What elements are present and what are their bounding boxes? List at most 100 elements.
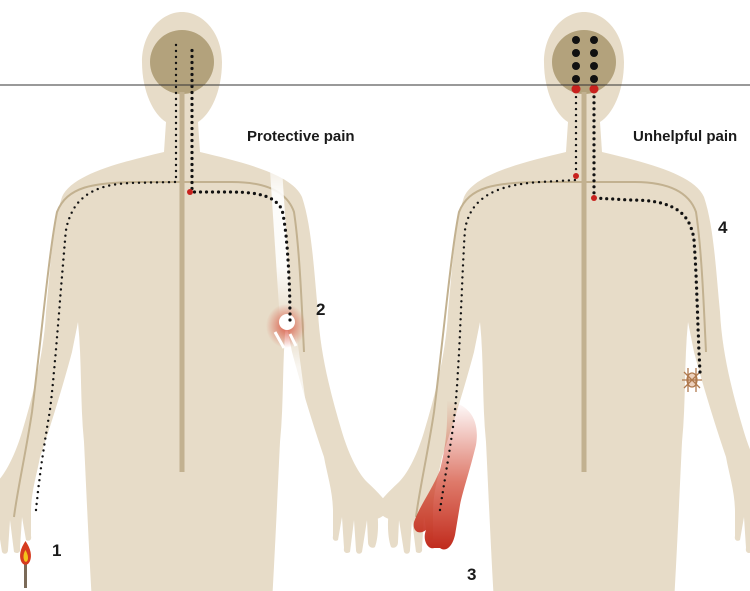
signal-dot (138, 182, 140, 184)
signal-dot (687, 221, 690, 224)
signal-dot (287, 276, 290, 279)
signal-dot (175, 74, 177, 76)
signal-dot (676, 208, 679, 211)
signal-dot (38, 479, 40, 481)
signal-dot (279, 205, 282, 208)
signal-dot (635, 199, 638, 202)
signal-dot (486, 194, 488, 196)
signal-dot (446, 461, 448, 463)
signal-dot (175, 170, 177, 172)
signal-dot (286, 253, 289, 256)
signal-dot (695, 281, 698, 284)
signal-dot (59, 294, 61, 296)
signal-dot (696, 322, 699, 325)
signal-dot (698, 364, 701, 367)
signal-dot (51, 390, 53, 392)
signal-dot (285, 241, 288, 244)
signal-dot (629, 198, 632, 201)
signal-dot (696, 305, 699, 308)
brain-region (552, 30, 616, 94)
signal-dot (57, 318, 59, 320)
signal-dot (287, 264, 290, 267)
marker-1: 1 (52, 541, 61, 561)
signal-dot (592, 161, 595, 164)
signal-dot (264, 195, 267, 198)
signal-dot (175, 56, 177, 58)
signal-dot (35, 503, 37, 505)
amplified-signal-dot (572, 75, 580, 83)
signal-dot (691, 233, 694, 236)
signal-dot (575, 162, 577, 164)
signal-dot (190, 127, 193, 130)
signal-dot (286, 258, 289, 261)
signal-dot (455, 396, 457, 398)
signal-dot (461, 276, 463, 278)
signal-dot (575, 156, 577, 158)
pain-point (187, 189, 193, 195)
signal-dot (175, 44, 177, 46)
signal-dot (190, 79, 193, 82)
signal-dot (190, 133, 193, 136)
signal-dot (448, 450, 450, 452)
signal-dot (46, 426, 48, 428)
signal-dot (190, 73, 193, 76)
signal-dot (65, 229, 67, 231)
signal-dot (288, 294, 291, 297)
signal-dot (156, 181, 158, 183)
signal-dot (190, 145, 193, 148)
signal-dot (443, 485, 445, 487)
signal-dot (696, 317, 699, 320)
signal-dot (592, 131, 595, 134)
signal-dot (49, 408, 51, 410)
signal-dot (175, 86, 177, 88)
signal-dot (53, 372, 55, 374)
brain-region (150, 30, 214, 94)
signal-dot (41, 455, 43, 457)
signal-dot (592, 191, 595, 194)
signal-dot (461, 288, 463, 290)
signal-dot (458, 348, 460, 350)
signal-dot (132, 182, 134, 184)
signal-dot (55, 348, 57, 350)
signal-dot (60, 282, 62, 284)
signal-dot (126, 182, 128, 184)
signal-dot (592, 173, 595, 176)
signal-dot (54, 354, 56, 356)
signal-dot (465, 222, 467, 224)
signal-dot (441, 497, 443, 499)
signal-dot (592, 107, 595, 110)
spinal-cord (582, 92, 587, 472)
signal-dot (288, 300, 291, 303)
signal-dot (574, 179, 576, 181)
marker-4: 4 (718, 218, 727, 238)
signal-dot (459, 318, 461, 320)
signal-dot (217, 190, 220, 193)
signal-dot (697, 334, 700, 337)
signal-dot (287, 270, 290, 273)
signal-dot (461, 294, 463, 296)
signal-dot (56, 336, 58, 338)
signal-dot (35, 509, 37, 511)
signal-dot (36, 497, 38, 499)
signal-dot (467, 217, 469, 219)
signal-dot (453, 414, 455, 416)
signal-dot (190, 139, 193, 142)
signal-dot (698, 352, 701, 355)
signal-dot (694, 257, 697, 260)
signal-dot (440, 503, 442, 505)
signal-dot (452, 426, 454, 428)
signal-dot (45, 432, 47, 434)
signal-dot (144, 182, 146, 184)
signal-dot (592, 155, 595, 158)
signal-dot (575, 138, 577, 140)
signal-dot (462, 264, 464, 266)
signal-dot (592, 95, 595, 98)
amplified-signal-dot (590, 75, 598, 83)
signal-dot (175, 176, 177, 178)
signal-dot (175, 164, 177, 166)
signal-dot (696, 311, 699, 314)
signal-dot (190, 109, 193, 112)
signal-dot (460, 312, 462, 314)
signal-dot (175, 68, 177, 70)
pain-point (590, 85, 599, 94)
